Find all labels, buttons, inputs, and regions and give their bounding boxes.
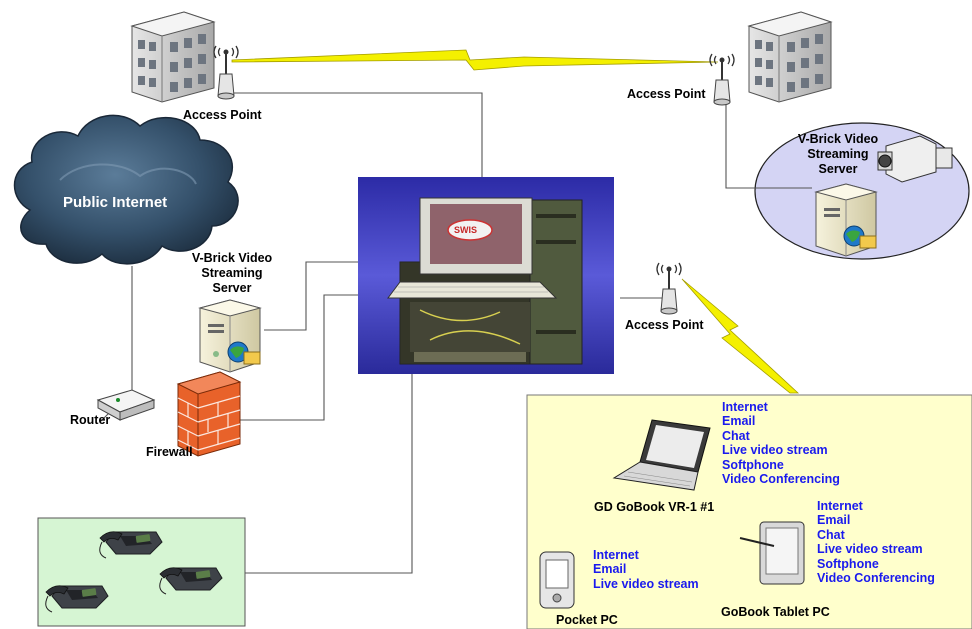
feature-item: Email	[722, 414, 756, 429]
feature-item: Chat	[817, 527, 845, 542]
pocket-pc-icon	[539, 551, 575, 609]
building-top-right-icon	[747, 11, 833, 103]
pocket-pc-feature-list: Internet Email Live video stream	[593, 548, 699, 591]
feature-item: Email	[817, 513, 851, 528]
laptop-icon	[612, 419, 711, 491]
wireless-bolt-mid	[681, 278, 800, 394]
feature-item: Live video stream	[817, 542, 923, 557]
feature-item: Internet	[593, 548, 639, 562]
access-point-top-right-label: Access Point	[627, 87, 706, 101]
access-point-top-right-icon	[709, 53, 735, 106]
laptop-label: GD GoBook VR-1 #1	[594, 500, 715, 514]
feature-item: Video Conferencing	[817, 571, 935, 586]
swis-rack-photo	[358, 177, 614, 374]
cloud-label: Public Internet	[63, 194, 168, 211]
feature-item: Internet	[817, 499, 863, 513]
swis-screen-text: SWIS	[454, 225, 478, 235]
firewall-icon	[176, 371, 242, 457]
access-point-top-left-icon	[213, 45, 239, 100]
wireless-bolt-top	[231, 49, 719, 71]
streaming-server-right-icon	[814, 183, 878, 257]
feature-item: Live video stream	[722, 443, 828, 458]
router-label: Router	[70, 413, 111, 427]
access-point-mid-label: Access Point	[625, 318, 704, 332]
tablet-label: GoBook Tablet PC	[721, 605, 830, 619]
feature-item: Video Conferencing	[722, 472, 840, 487]
pocket-pc-label: Pocket PC	[556, 613, 618, 627]
router-icon	[96, 389, 156, 421]
tablet-feature-list: Internet Email Chat Live video stream So…	[817, 499, 935, 585]
streaming-server-left-label: V-Brick Video Streaming Server	[191, 251, 273, 295]
feature-item: Softphone	[817, 556, 879, 571]
streaming-server-right-label: V-Brick Video Streaming Server	[797, 132, 879, 176]
feature-item: Chat	[722, 428, 750, 443]
connection-lines	[99, 92, 812, 574]
devices-panel	[526, 394, 972, 629]
feature-item: Internet	[722, 400, 768, 414]
building-top-left-icon	[130, 11, 216, 103]
feature-item: Email	[593, 562, 627, 577]
feature-item: Live video stream	[593, 576, 699, 591]
streaming-server-left-icon	[198, 299, 262, 373]
access-point-mid-icon	[656, 262, 682, 315]
access-point-top-left-label: Access Point	[183, 108, 262, 122]
feature-item: Softphone	[722, 457, 784, 472]
laptop-feature-list: Internet Email Chat Live video stream So…	[722, 400, 840, 486]
video-camera-icon	[877, 135, 953, 183]
tablet-icon	[739, 521, 805, 585]
public-internet-cloud-icon	[13, 114, 239, 265]
firewall-label: Firewall	[146, 445, 193, 459]
